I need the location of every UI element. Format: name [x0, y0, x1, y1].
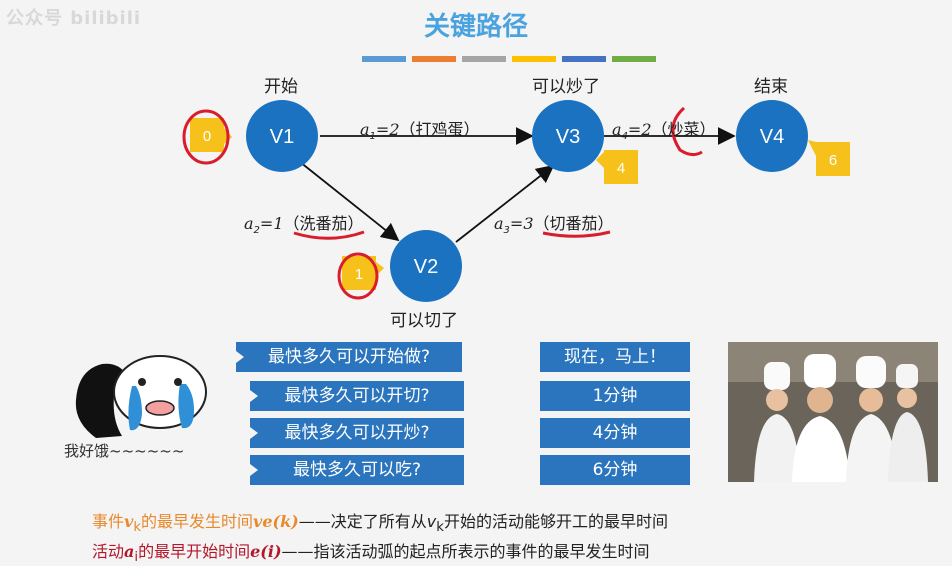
page-title: 关键路径: [423, 12, 528, 42]
caption-v3: 可以炒了: [532, 77, 600, 97]
def2-fn: e(i): [250, 542, 282, 561]
edge-a3-name: a: [494, 214, 504, 233]
edge-a3-index: 3: [503, 225, 510, 237]
earliest-v4: 6: [829, 152, 837, 169]
earliest-v2: 1: [355, 266, 363, 283]
edge-a4-index: 4: [621, 131, 628, 143]
sticker-eye-left: [138, 378, 146, 386]
edge-a4-name: a: [612, 120, 622, 139]
annotation-circle-v1: [182, 109, 230, 165]
def1-var-sub: k: [133, 520, 142, 536]
def1-lead: 事件: [92, 512, 125, 531]
caption-v1: 开始: [264, 77, 298, 97]
node-v4-label: V4: [760, 126, 784, 148]
def2-lead: 活动: [92, 542, 125, 561]
annotation-circle-v2: [337, 252, 379, 300]
edge-a1-label: a1=2（打鸡蛋）: [360, 116, 480, 142]
def1-rest-var: v: [426, 512, 437, 531]
edge-a2-task: （洗番茄）: [283, 214, 364, 233]
def2-rest: 指该活动弧的起点所表示的事件的最早发生时间: [313, 542, 650, 561]
chefs-photo: [728, 342, 938, 482]
def1-rest-b: 开始的活动能够开工的最早时间: [443, 512, 668, 531]
question-box: 最快多久可以开始做?: [236, 342, 462, 372]
earliest-v1: 0: [203, 128, 211, 145]
edge-a1-task: （打鸡蛋）: [399, 120, 480, 139]
sticky-v2: [342, 256, 384, 290]
sticker-tear-right: [178, 384, 194, 429]
edge-a1-name: a: [360, 120, 370, 139]
sticky-v3: [596, 150, 638, 184]
definition-event-earliest: 事件vk的最早发生时间ve(k)——决定了所有从vk开始的活动能够开工的最早时间: [92, 508, 668, 535]
edge-a2-line: [299, 161, 400, 242]
color-bar-segment: [462, 56, 506, 62]
question-box: 最快多久可以开炒?: [250, 418, 464, 448]
caption-v4: 结束: [754, 77, 788, 97]
sticker-mouth: [145, 400, 175, 416]
answer-box: 6分钟: [540, 455, 690, 485]
answer-box: 4分钟: [540, 418, 690, 448]
def2-var-sub: i: [134, 550, 139, 566]
def2-mid: 的最早开始时间: [138, 542, 251, 561]
sticker-caption: 我好饿~~~~~~: [64, 442, 185, 460]
sticky-v1: [190, 118, 232, 152]
def1-var: v: [124, 512, 134, 531]
node-v1-label: V1: [270, 126, 294, 148]
edge-a2-label: a2=1（洗番茄）: [244, 210, 364, 236]
edge-a3-weight: =3: [509, 214, 534, 233]
caption-v2: 可以切了: [390, 311, 458, 331]
edge-a4-label: a4=2（炒菜）: [612, 116, 716, 142]
sticker-eye-right: [174, 378, 182, 386]
color-bar-segment: [412, 56, 456, 62]
def1-fn: ve(k): [253, 512, 299, 531]
def2-var: a: [124, 542, 135, 561]
node-v2-label: V2: [414, 256, 438, 278]
edge-a3-line: [455, 164, 555, 243]
node-v3: [532, 100, 604, 172]
crying-sticker: [75, 355, 207, 438]
edge-a1-weight: =2: [375, 120, 400, 139]
def1-rest-a: 决定了所有从: [330, 512, 427, 531]
edge-a3-task: （切番茄）: [533, 214, 614, 233]
edge-a4-weight: =2: [627, 120, 652, 139]
edge-a2-weight: =1: [259, 214, 284, 233]
question-box: 最快多久可以吃?: [250, 455, 464, 485]
annotation-underline-a2: [293, 230, 365, 240]
question-box: 最快多久可以开切?: [250, 381, 464, 411]
annotation-underline-a3: [542, 230, 611, 238]
edge-a3-label: a3=3（切番茄）: [494, 210, 614, 236]
edge-a2-index: 2: [253, 225, 260, 237]
answer-box: 1分钟: [540, 381, 690, 411]
color-bar-segment: [362, 56, 406, 62]
edge-a4-task: （炒菜）: [651, 120, 716, 139]
color-bar-segment: [612, 56, 656, 62]
color-bar-segment: [512, 56, 556, 62]
earliest-v3: 4: [617, 160, 625, 177]
def1-mid: 的最早发生时间: [141, 512, 254, 531]
sticker-dark-figure: [75, 363, 126, 438]
edge-a2-name: a: [244, 214, 254, 233]
edge-a1-index: 1: [369, 131, 376, 143]
def1-rest-sub: k: [436, 520, 444, 536]
node-v2: [390, 230, 462, 302]
color-bar-segment: [562, 56, 606, 62]
sticky-v4: [808, 140, 850, 176]
node-v1: [246, 100, 318, 172]
annotation-bracket-a4: [671, 106, 703, 157]
node-v4: [736, 100, 808, 172]
node-v3-label: V3: [556, 126, 580, 148]
definition-activity-earliest: 活动ai的最早开始时间e(i)——指该活动弧的起点所表示的事件的最早发生时间: [92, 538, 650, 565]
answer-box: 现在，马上！: [540, 342, 690, 372]
def1-dash: ——: [298, 512, 331, 531]
watermark: 公众号 bilibili: [6, 8, 142, 29]
sticker-tear-left: [128, 386, 142, 431]
def2-dash: ——: [281, 542, 314, 561]
